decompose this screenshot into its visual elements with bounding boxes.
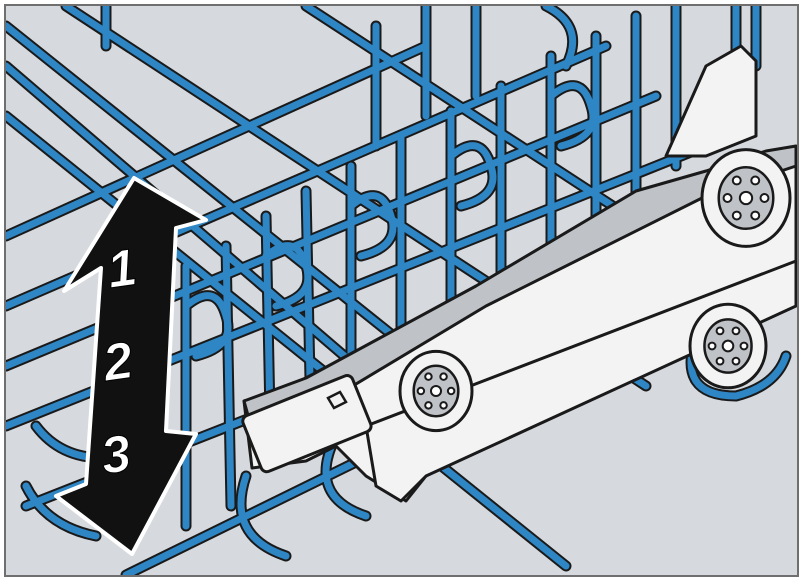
wheel-hole [733,177,741,185]
wheel-hole [741,343,748,350]
rack-wire [226,246,231,506]
wheel-hole [440,373,446,379]
wheel-hole [425,402,431,408]
wheel-hole [751,212,759,220]
dishwasher-rack-illustration: 1 2 3 [6,6,797,575]
wheel-hole [717,358,724,365]
wheel-icon [690,304,766,388]
rack-rail [241,46,796,501]
wheel-hole [761,194,769,202]
wheel-icon [400,351,472,430]
wheel-hole [709,343,716,350]
wheel-hole [724,194,732,202]
wheel-hub [740,192,752,204]
wheel-hole [448,388,454,394]
wheel-hole [425,373,431,379]
wheel-hub [431,386,441,396]
wheel-icon [702,150,790,247]
wheel-hole [751,177,759,185]
wheel-hole [717,327,724,334]
wheel-hole [418,388,424,394]
wheel-hole [733,358,740,365]
wheel-hole [733,212,741,220]
wheel-hole [733,327,740,334]
wheel-hub [723,341,734,352]
wheel-hole [440,402,446,408]
illustration-frame: 1 2 3 [4,4,799,577]
